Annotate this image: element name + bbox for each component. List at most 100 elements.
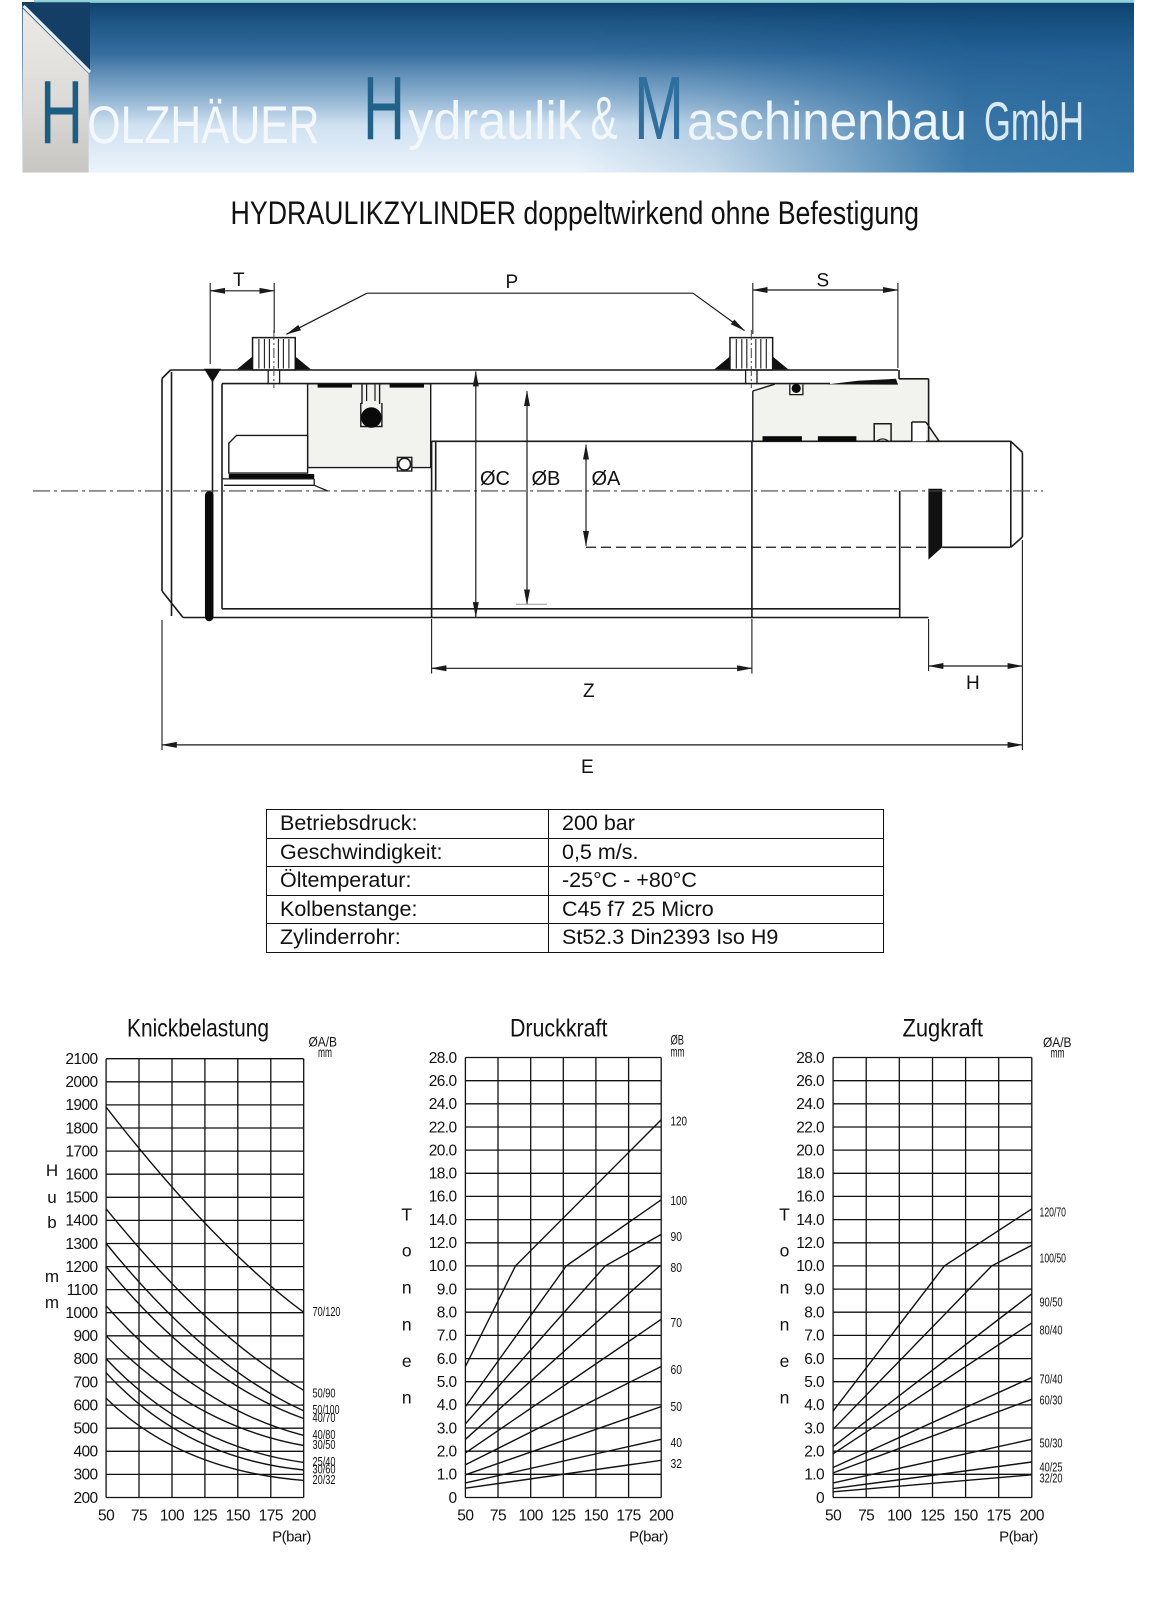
svg-text:70/120: 70/120 [313, 1305, 341, 1319]
svg-text:0: 0 [448, 1490, 457, 1507]
svg-text:5.0: 5.0 [437, 1374, 458, 1391]
svg-text:300: 300 [73, 1467, 98, 1484]
svg-text:o: o [402, 1241, 412, 1261]
svg-text:20.0: 20.0 [429, 1142, 458, 1159]
svg-text:1700: 1700 [65, 1143, 98, 1160]
svg-text:100/50: 100/50 [1040, 1252, 1067, 1266]
svg-text:18.0: 18.0 [429, 1166, 458, 1183]
svg-text:70/40: 70/40 [1040, 1373, 1063, 1387]
svg-text:P: P [506, 272, 519, 293]
svg-text:120: 120 [671, 1114, 688, 1129]
svg-text:mm: mm [318, 1045, 332, 1060]
svg-text:22.0: 22.0 [796, 1119, 825, 1136]
svg-text:H: H [966, 673, 980, 694]
svg-text:1600: 1600 [65, 1167, 98, 1184]
svg-text:50: 50 [98, 1508, 115, 1525]
svg-text:2100: 2100 [65, 1051, 98, 1068]
svg-text:1000: 1000 [65, 1305, 98, 1322]
svg-text:200: 200 [292, 1508, 317, 1525]
svg-text:3.0: 3.0 [804, 1420, 825, 1437]
svg-text:150: 150 [584, 1508, 609, 1525]
svg-text:75: 75 [858, 1508, 874, 1525]
svg-text:1200: 1200 [65, 1259, 98, 1276]
svg-text:28.0: 28.0 [796, 1050, 825, 1067]
svg-text:6.0: 6.0 [804, 1351, 825, 1368]
svg-text:8.0: 8.0 [437, 1305, 458, 1322]
svg-text:OLZHÄUER: OLZHÄUER [88, 96, 320, 155]
svg-text:32/20: 32/20 [1040, 1472, 1063, 1486]
svg-text:ØA/B: ØA/B [309, 1034, 338, 1050]
svg-text:ydraulik: ydraulik [408, 91, 583, 151]
svg-text:700: 700 [73, 1374, 98, 1391]
svg-text:o: o [780, 1241, 790, 1261]
svg-text:900: 900 [73, 1328, 98, 1345]
svg-text:P(bar): P(bar) [272, 1529, 311, 1546]
svg-text:e: e [780, 1351, 790, 1371]
svg-text:26.0: 26.0 [796, 1073, 825, 1090]
svg-text:50: 50 [825, 1508, 842, 1525]
svg-text:90: 90 [671, 1229, 683, 1244]
svg-text:5.0: 5.0 [804, 1374, 825, 1391]
svg-text:125: 125 [920, 1508, 944, 1525]
svg-text:40/25: 40/25 [1040, 1461, 1063, 1475]
svg-text:1400: 1400 [65, 1213, 98, 1230]
svg-text:H: H [46, 1161, 58, 1180]
svg-text:mm: mm [1051, 1046, 1065, 1061]
svg-text:32: 32 [671, 1456, 683, 1471]
svg-text:20/32: 20/32 [313, 1473, 336, 1487]
svg-text:90/50: 90/50 [1040, 1296, 1063, 1310]
svg-text:T: T [779, 1205, 790, 1225]
svg-text:125: 125 [551, 1508, 575, 1525]
svg-text:24.0: 24.0 [796, 1096, 825, 1113]
svg-text:16.0: 16.0 [429, 1189, 458, 1206]
svg-text:20.0: 20.0 [796, 1142, 825, 1159]
svg-text:ØA/B: ØA/B [1043, 1034, 1072, 1050]
svg-text:m: m [45, 1267, 59, 1286]
svg-text:9.0: 9.0 [437, 1281, 458, 1298]
svg-text:50: 50 [671, 1399, 683, 1414]
svg-text:ØA: ØA [592, 468, 622, 490]
svg-text:75: 75 [490, 1508, 506, 1525]
svg-text:m: m [45, 1293, 59, 1312]
svg-text:H: H [363, 59, 405, 159]
svg-text:0: 0 [816, 1490, 825, 1507]
svg-text:Z: Z [583, 681, 595, 702]
svg-text:500: 500 [73, 1421, 98, 1438]
svg-text:200: 200 [649, 1508, 674, 1525]
svg-text:u: u [47, 1188, 56, 1207]
svg-text:12.0: 12.0 [429, 1235, 458, 1252]
svg-text:50: 50 [457, 1508, 474, 1525]
svg-text:7.0: 7.0 [804, 1328, 825, 1345]
svg-text:n: n [780, 1315, 790, 1335]
svg-text:50/90: 50/90 [313, 1387, 336, 1401]
svg-text:12.0: 12.0 [796, 1235, 825, 1252]
svg-text:mm: mm [671, 1045, 685, 1060]
svg-text:175: 175 [616, 1508, 640, 1525]
svg-text:1500: 1500 [65, 1190, 98, 1207]
svg-text:2.0: 2.0 [804, 1444, 825, 1461]
svg-text:1.0: 1.0 [804, 1467, 825, 1484]
svg-text:40/80: 40/80 [313, 1428, 336, 1442]
svg-text:50/100: 50/100 [313, 1403, 340, 1417]
svg-text:n: n [780, 1278, 790, 1298]
svg-text:18.0: 18.0 [796, 1166, 825, 1183]
svg-text:3.0: 3.0 [437, 1420, 458, 1437]
svg-text:50/30: 50/30 [1040, 1437, 1063, 1451]
svg-text:24.0: 24.0 [429, 1096, 458, 1113]
svg-text:26.0: 26.0 [429, 1073, 458, 1090]
svg-text:4.0: 4.0 [437, 1397, 458, 1414]
svg-text:16.0: 16.0 [796, 1189, 825, 1206]
svg-text:60/30: 60/30 [1040, 1394, 1063, 1408]
svg-text:9.0: 9.0 [804, 1281, 825, 1298]
svg-text:80: 80 [671, 1260, 683, 1275]
svg-text:M: M [634, 59, 684, 159]
svg-text:ØB: ØB [532, 468, 561, 490]
svg-text:7.0: 7.0 [437, 1328, 458, 1345]
svg-text:2.0: 2.0 [437, 1444, 458, 1461]
svg-text:22.0: 22.0 [429, 1119, 458, 1136]
svg-text:2000: 2000 [65, 1074, 98, 1091]
svg-text:ØC: ØC [480, 468, 510, 490]
svg-text:175: 175 [987, 1508, 1011, 1525]
svg-text:14.0: 14.0 [796, 1212, 825, 1229]
svg-text:1300: 1300 [65, 1236, 98, 1253]
